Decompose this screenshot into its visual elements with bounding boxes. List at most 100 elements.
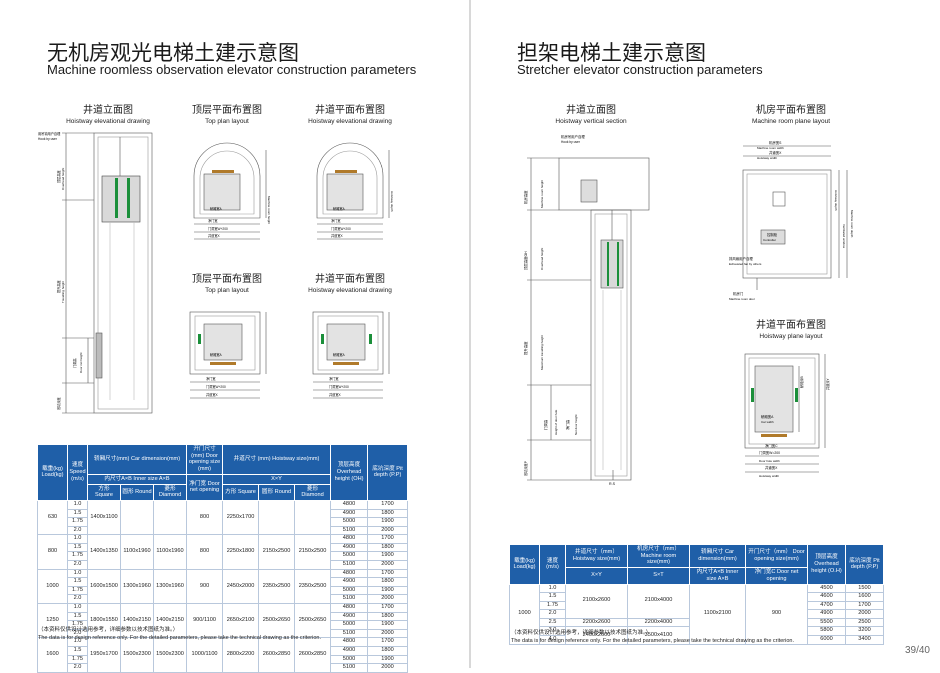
car-diamond-cell: 1500x2300 [152, 637, 188, 673]
svg-text:Controller: Controller [763, 238, 776, 242]
overhead-cell: 4800 [330, 534, 369, 544]
car-diamond-cell: 1400x2150 [152, 603, 188, 639]
pit-cell: 2000 [367, 594, 409, 605]
speed-cell: 2.0 [67, 560, 88, 570]
pit-cell: 1800 [367, 542, 409, 553]
right-footnote: （本资料仅供设计选用参考，详细参数以技术图纸为准。） The data is f… [511, 630, 794, 644]
svg-text:顶层高度OH: 顶层高度OH [523, 251, 528, 270]
pit-cell: 1700 [367, 499, 409, 510]
machine-room-cell: 2100x4000 [627, 583, 690, 619]
hoistway-square-cell: 2450x2000 [222, 568, 260, 605]
door-cell: 900 [186, 568, 224, 605]
speed-cell: 1.0 [67, 534, 88, 544]
hoistway-diamond-cell: 2350x2500 [294, 568, 332, 605]
svg-text:轿厢深B: 轿厢深B [799, 376, 804, 388]
page-number: 39/40 [904, 645, 930, 656]
hoistway-diamond-cell [294, 499, 332, 536]
hoistway-round-cell: 2350x2500 [258, 568, 296, 605]
overhead-cell: 4600 [807, 592, 846, 602]
overhead-cell: 4900 [330, 646, 369, 656]
svg-text:Hoistway width: Hoistway width [757, 156, 777, 160]
right-title-cn: 担架电梯土建示意图 [517, 41, 706, 65]
speed-cell: 1.5 [67, 611, 88, 622]
svg-text:门洞宽W+200: 门洞宽W+200 [206, 384, 226, 389]
pit-cell: 2500 [845, 617, 884, 628]
col-speed: 速度 Speed (m/s) [67, 444, 88, 501]
svg-text:轿厢宽A: 轿厢宽A [210, 352, 223, 357]
svg-text:门洞宽W+200: 门洞宽W+200 [329, 384, 349, 389]
svg-text:Machine room width: Machine room width [757, 146, 784, 150]
col-pit-r: 底坑深度 Pit depth (P.P) [845, 544, 884, 585]
car-diamond-cell [152, 499, 188, 536]
overhead-cell: 4700 [807, 600, 846, 611]
pit-cell: 1700 [845, 600, 884, 611]
col-car-sub: 内尺寸A×B Inner size A×B [86, 473, 188, 485]
right-spec-table: 载重(kg) Load(kg) 速度 (m/s) 井道尺寸（mm） Hoistw… [509, 543, 884, 645]
overhead-cell: 4900 [807, 609, 846, 619]
pit-cell: 2000 [367, 525, 409, 536]
pit-cell: 1800 [367, 577, 409, 587]
svg-text:Hoistway depth: Hoistway depth [834, 190, 838, 211]
speed-cell: 1.75 [67, 551, 88, 562]
svg-text:Door hole width: Door hole width [759, 459, 780, 463]
col-car-r: 轿厢尺寸 Car dimension(mm) [689, 543, 746, 569]
load-cell: 1000 [37, 568, 68, 605]
svg-text:Hook by user: Hook by user [38, 137, 58, 141]
load-cell: 1000 [509, 583, 540, 645]
overhead-cell: 4800 [330, 603, 369, 613]
col-door-r: 开门尺寸（mm） Door opening size(mm) [745, 543, 808, 569]
overhead-cell: 4900 [330, 611, 369, 622]
pit-cell: 2000 [845, 609, 884, 619]
svg-text:轿厢宽A: 轿厢宽A [333, 352, 346, 357]
hoistway-square-cell: 2800x2200 [222, 637, 260, 673]
car-square-cell: 1400x1350 [87, 534, 121, 570]
overhead-cell: 5000 [330, 654, 369, 665]
pit-cell: 3400 [845, 635, 884, 645]
svg-text:底坑深度: 底坑深度 [56, 396, 61, 410]
overhead-cell: 4900 [330, 508, 369, 519]
overhead-cell: 5500 [807, 617, 846, 628]
col-machine-room-r: 机房尺寸（mm） Machine room size(mm) [627, 543, 690, 569]
pit-cell: 1700 [367, 603, 409, 613]
pit-cell: 2000 [367, 663, 409, 673]
car-round-cell: 1300x1960 [120, 568, 154, 605]
svg-text:Exhausted fan by others: Exhausted fan by others [729, 262, 762, 266]
overhead-cell: 4900 [330, 542, 369, 553]
overhead-cell: 5100 [330, 594, 369, 605]
svg-text:R.S: R.S [609, 482, 616, 486]
hoistway-diamond-cell: 2600x2850 [294, 637, 332, 673]
col-hoistway-sub-r: X×Y [565, 567, 628, 585]
svg-text:门洞高: 门洞高 [72, 358, 77, 368]
hoistway-diamond-cell: 2150x2500 [294, 534, 332, 570]
svg-text:净门宽: 净门宽 [329, 376, 339, 381]
speed-cell: 1.0 [67, 568, 88, 579]
col-hw-round: 圆形 Round [258, 483, 296, 501]
svg-text:Machine room door: Machine room door [729, 297, 755, 301]
svg-text:Door net height: Door net height [79, 352, 83, 373]
right-title-en: Stretcher elevator construction paramete… [517, 62, 763, 77]
col-hoistway-sub: X×Y [222, 473, 332, 485]
svg-text:Ventilated window: Ventilated window [842, 224, 846, 249]
svg-text:机房高度: 机房高度 [523, 190, 528, 204]
pit-cell: 2000 [367, 560, 409, 570]
speed-cell: 2.0 [539, 609, 566, 619]
hoistway-plan-drawing-1: 轿厢宽A 净门宽 门洞宽W+200 井道宽X Hoistway depth [316, 142, 394, 240]
speed-cell: 2.5 [539, 617, 566, 628]
col-load-r: 载重(kg) Load(kg) [509, 544, 540, 585]
svg-text:井道宽X: 井道宽X [331, 233, 344, 238]
svg-text:门洞宽W+200: 门洞宽W+200 [208, 226, 228, 231]
svg-text:排风扇用户自理: 排风扇用户自理 [729, 256, 753, 261]
svg-text:Maximum travelling height: Maximum travelling height [540, 335, 544, 370]
load-cell: 1250 [37, 603, 68, 639]
svg-text:Overhead height: Overhead height [540, 248, 544, 270]
speed-cell: 1.75 [67, 517, 88, 527]
